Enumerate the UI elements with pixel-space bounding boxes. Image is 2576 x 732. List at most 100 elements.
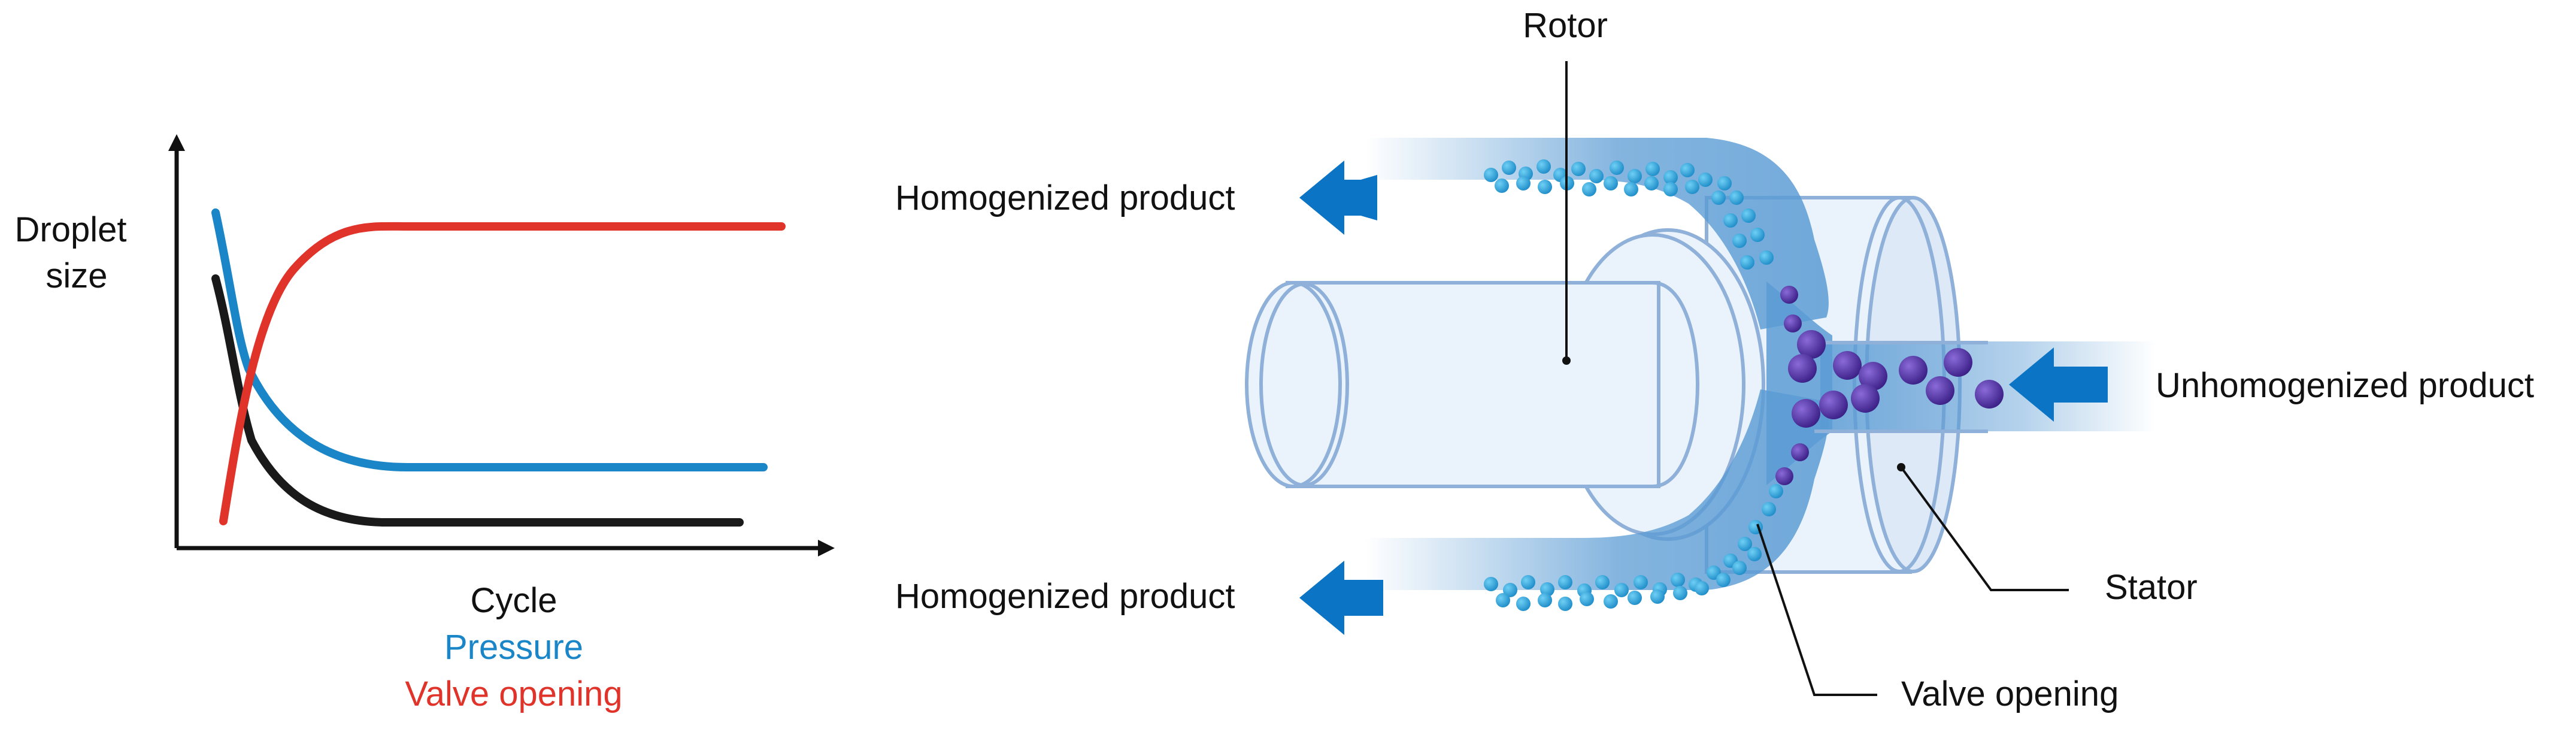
rotor-shaft-front-cap — [1652, 281, 1699, 488]
large-droplet — [1780, 286, 1798, 304]
small-droplet — [1645, 162, 1660, 176]
small-droplet — [1571, 162, 1586, 176]
stator-leader-dot — [1897, 463, 1905, 471]
large-droplet — [1819, 391, 1848, 419]
large-droplet — [1775, 467, 1793, 485]
small-droplet — [1698, 173, 1713, 187]
y-axis-label-line1: Droplet — [15, 210, 127, 249]
small-droplet — [1717, 176, 1732, 190]
large-droplet — [1926, 376, 1954, 405]
small-droplet — [1495, 179, 1509, 193]
large-droplet — [1851, 384, 1880, 413]
small-droplet — [1695, 581, 1709, 595]
stator-leader-line — [1900, 466, 2069, 591]
y-axis-label-line2: size — [46, 256, 107, 295]
series-valve-opening-line — [219, 222, 786, 525]
small-droplet — [1628, 169, 1642, 183]
series-black-line — [211, 274, 744, 527]
small-droplet — [1663, 170, 1678, 184]
small-droplet — [1644, 176, 1659, 190]
large-droplet — [1784, 314, 1802, 332]
small-droplet — [1732, 561, 1747, 575]
small-droplet — [1484, 168, 1498, 182]
small-droplet — [1769, 484, 1783, 498]
small-droplet — [1589, 169, 1604, 183]
small-droplet — [1747, 547, 1762, 561]
small-droplet — [1604, 176, 1618, 190]
small-droplet — [1538, 593, 1552, 607]
large-droplet — [1833, 351, 1862, 380]
small-droplet — [1558, 597, 1572, 611]
small-droplet — [1673, 586, 1687, 600]
small-droplet — [1685, 180, 1699, 194]
small-droplet — [1580, 592, 1594, 606]
rotor-leader-dot — [1562, 356, 1571, 365]
small-droplet — [1624, 182, 1638, 196]
small-droplet — [1740, 255, 1754, 270]
x-axis-label: Cycle — [470, 581, 557, 620]
outlet-arrow-top-shaft — [1299, 161, 1377, 235]
legend-valve-opening: Valve opening — [405, 674, 622, 713]
small-droplet — [1723, 213, 1738, 228]
chart-panel: Droplet size Cycle Pressure Valve openin… — [15, 134, 835, 713]
outlet-arrow-bottom-shaft — [1299, 561, 1383, 635]
small-droplet — [1521, 575, 1535, 589]
small-droplet — [1610, 161, 1624, 175]
small-droplet — [1595, 575, 1610, 589]
small-droplet — [1540, 582, 1554, 597]
homogenized-product-top-label: Homogenized product — [895, 179, 1235, 217]
flow-band-top — [1365, 138, 1829, 329]
large-droplet — [1859, 362, 1887, 391]
rotor-shaft — [1245, 281, 1699, 488]
small-droplet — [1729, 190, 1744, 205]
small-droplet — [1536, 159, 1551, 174]
large-droplet — [1792, 399, 1820, 428]
large-droplet — [1788, 354, 1817, 383]
inlet-arrow — [2009, 347, 2108, 422]
small-droplet — [1680, 163, 1695, 177]
unhomogenized-product-label: Unhomogenized product — [2156, 366, 2534, 405]
large-droplet — [1797, 330, 1826, 359]
small-droplets — [1484, 159, 1783, 611]
small-droplet — [1671, 573, 1685, 587]
rotor-shaft-body — [1286, 281, 1660, 488]
legend-pressure: Pressure — [444, 628, 583, 667]
small-droplet — [1650, 589, 1665, 604]
small-droplet — [1732, 234, 1747, 248]
small-droplet — [1516, 176, 1531, 190]
small-droplet — [1614, 583, 1629, 597]
small-droplet — [1759, 250, 1774, 265]
small-droplet — [1582, 182, 1596, 196]
large-droplets — [1775, 286, 2004, 485]
valve-opening-leader-line — [1756, 524, 1877, 696]
large-droplet — [1944, 348, 1972, 377]
valve-opening-label: Valve opening — [1901, 674, 2119, 713]
small-droplet — [1750, 228, 1765, 242]
rotor-label: Rotor — [1523, 6, 1608, 45]
small-droplet — [1503, 583, 1517, 597]
small-droplet — [1496, 593, 1510, 607]
small-droplet — [1538, 180, 1552, 194]
small-droplet — [1711, 190, 1726, 205]
small-droplet — [1634, 575, 1648, 589]
small-droplet — [1516, 597, 1531, 611]
rotor-shaft-end-rim — [1259, 282, 1349, 487]
small-droplet — [1604, 594, 1618, 609]
rotor-shaft-end-face — [1245, 281, 1342, 488]
series-pressure-line — [211, 208, 768, 471]
stator-label: Stator — [2105, 568, 2198, 607]
homogenizer-diagram: Rotor Homogenized product Homogenized pr… — [895, 6, 2534, 713]
homogenized-product-bottom-label: Homogenized product — [895, 577, 1235, 616]
large-droplet — [1975, 380, 2004, 409]
large-droplet — [1899, 356, 1928, 385]
large-droplet — [1791, 443, 1809, 461]
small-droplet — [1738, 537, 1752, 551]
small-droplet — [1558, 575, 1572, 589]
small-droplet — [1663, 182, 1678, 196]
flow-band-bottom — [1365, 389, 1829, 590]
small-droplet — [1716, 573, 1731, 587]
small-droplet — [1628, 591, 1642, 605]
small-droplet — [1502, 161, 1516, 175]
small-droplet — [1741, 208, 1756, 223]
